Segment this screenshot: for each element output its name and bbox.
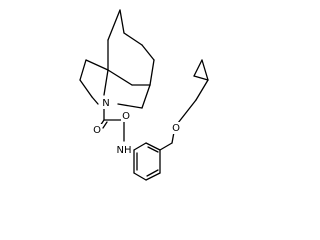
atom-label-o-ketone: O	[93, 125, 101, 136]
bond	[141, 44, 155, 61]
label-o-ether: O	[171, 122, 181, 134]
bond	[123, 32, 143, 46]
bond	[117, 103, 143, 109]
bond	[193, 75, 209, 81]
bond	[141, 84, 151, 109]
tricyclic-cage	[79, 9, 155, 109]
bond	[149, 59, 155, 86]
bond	[133, 142, 147, 151]
bond	[147, 146, 159, 153]
bond	[193, 59, 203, 77]
bond	[145, 172, 161, 181]
bond	[103, 69, 109, 96]
bond	[201, 59, 209, 81]
bond	[85, 59, 109, 71]
bond	[79, 59, 87, 81]
bond	[107, 69, 133, 86]
atom-label-n: N	[102, 98, 109, 109]
bond	[195, 79, 209, 101]
atom-label-o-ether: O	[172, 123, 180, 134]
molecule-diagram: N O O NH O	[79, 9, 209, 181]
bond	[119, 9, 125, 34]
bond	[159, 142, 173, 151]
atom-label-nh: NH	[117, 145, 132, 156]
bond	[177, 99, 197, 124]
bond	[145, 142, 161, 151]
bond	[133, 172, 147, 181]
bond	[91, 96, 99, 105]
cyclopropylmethoxymethyl-chain	[171, 59, 209, 144]
label-n-ring: N	[100, 97, 112, 109]
label-o-amide: O	[121, 110, 131, 122]
atom-label-o-amide: O	[122, 111, 130, 122]
bond	[107, 9, 121, 41]
bond	[146, 169, 159, 177]
bond	[79, 79, 93, 98]
bond	[102, 121, 108, 129]
benzene-ring	[133, 142, 173, 181]
label-o-ketone: O	[92, 124, 102, 136]
label-nh-amide: NH	[115, 144, 133, 156]
